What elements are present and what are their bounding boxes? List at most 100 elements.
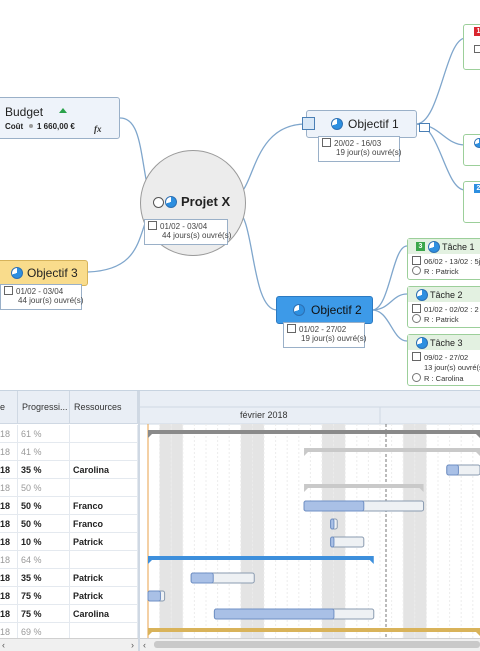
task-bar-progress — [190, 572, 214, 584]
weekend-column — [159, 424, 172, 639]
summary-bar-cap — [476, 452, 480, 456]
table-cell-resource[interactable]: Patrick — [70, 533, 138, 551]
table-cell-progress[interactable]: 35 % — [18, 569, 70, 587]
progress-pie-icon — [293, 304, 305, 316]
table-cell-progress[interactable]: 50 % — [18, 515, 70, 533]
offscreen-task-node[interactable] — [463, 134, 480, 166]
grid-horizontal-scrollbar[interactable]: ‹ › — [0, 638, 138, 651]
table-cell-resource[interactable] — [70, 479, 138, 497]
progress-pie-icon — [474, 138, 480, 148]
summary-bar-cap — [304, 488, 309, 492]
summary-bar — [304, 448, 480, 452]
calendar-icon — [412, 304, 421, 313]
column-header-progress[interactable]: Progressi... — [18, 391, 70, 424]
table-cell-end[interactable]: 18 — [0, 533, 18, 551]
table-cell-progress[interactable]: 35 % — [18, 461, 70, 479]
table-cell-end[interactable]: 18 — [0, 425, 18, 443]
objectif3-node[interactable]: Objectif 3 — [0, 260, 88, 286]
table-cell-end[interactable]: 18 — [0, 461, 18, 479]
objectif1-info: 20/02 - 16/03 19 jour(s) ouvré(s) — [318, 136, 401, 162]
table-cell-resource[interactable] — [70, 425, 138, 443]
table-cell-resource[interactable] — [70, 551, 138, 569]
task3-node[interactable]: Tâche 3 09/02 - 27/02 13 jour(s) ouvré(s… — [407, 334, 480, 386]
summary-bar-cap — [419, 488, 424, 492]
clock-icon — [153, 197, 164, 208]
splitter[interactable] — [138, 391, 140, 651]
task1-title: Tâche 1 — [442, 242, 475, 252]
table-cell-progress[interactable]: 75 % — [18, 587, 70, 605]
task2-dates: 01/02 - 02/02 : 2 j — [424, 305, 480, 314]
scroll-thumb[interactable] — [154, 641, 480, 648]
month-label: février 2018 — [240, 410, 288, 420]
image-icon[interactable] — [302, 117, 315, 130]
weekend-column — [240, 424, 253, 639]
table-cell-end[interactable]: 18 — [0, 551, 18, 569]
offscreen-task-node[interactable]: 2 — [463, 181, 480, 223]
weekend-column — [403, 424, 415, 639]
gantt-chart[interactable]: février 2018 ‹ — [140, 391, 480, 651]
table-cell-progress[interactable]: 64 % — [18, 551, 70, 569]
priority-badge: 1 — [474, 27, 480, 36]
task-bar-progress — [303, 500, 365, 512]
task2-node[interactable]: Tâche 2 01/02 - 02/02 : 2 j R : Patrick — [407, 286, 480, 328]
task2-resource: R : Patrick — [424, 315, 459, 324]
chart-horizontal-scrollbar[interactable]: ‹ — [140, 638, 480, 651]
column-header-end[interactable]: e — [0, 391, 18, 424]
summary-bar-cap — [476, 632, 480, 636]
objectif3-duration: 44 jour(s) ouvré(s) — [18, 296, 84, 305]
summary-bar-cap — [148, 560, 152, 564]
task-bar-progress — [330, 536, 335, 548]
table-cell-resource[interactable] — [70, 443, 138, 461]
collapse-icon[interactable] — [419, 123, 430, 132]
table-cell-progress[interactable]: 10 % — [18, 533, 70, 551]
budget-cost-value: 1 660,00 € — [37, 122, 75, 131]
objectif1-node[interactable]: Objectif 1 — [306, 110, 417, 138]
table-cell-progress[interactable]: 50 % — [18, 497, 70, 515]
table-cell-end[interactable]: 18 — [0, 569, 18, 587]
formula-icon[interactable]: fx — [94, 124, 102, 134]
table-cell-resource[interactable]: Patrick — [70, 587, 138, 605]
budget-node[interactable]: Budget Coût 1 660,00 € — [0, 97, 120, 139]
table-cell-progress[interactable]: 75 % — [18, 605, 70, 623]
table-cell-resource[interactable]: Franco — [70, 515, 138, 533]
scroll-right-icon[interactable]: › — [131, 640, 134, 650]
table-cell-end[interactable]: 18 — [0, 515, 18, 533]
table-cell-progress[interactable]: 41 % — [18, 443, 70, 461]
summary-bar — [148, 556, 374, 560]
calendar-icon — [148, 221, 157, 230]
table-cell-end[interactable]: 18 — [0, 587, 18, 605]
bullet-icon — [29, 124, 33, 128]
progress-pie-icon — [428, 241, 440, 253]
table-cell-end[interactable]: 18 — [0, 443, 18, 461]
task3-duration: 13 jour(s) ouvré(s) — [424, 363, 480, 372]
objectif3-title: Objectif 3 — [27, 266, 78, 280]
weekend-column — [333, 424, 346, 639]
offscreen-task-node[interactable]: 1 — [463, 24, 480, 70]
calendar-icon — [287, 324, 296, 333]
gantt-timeline[interactable] — [140, 391, 480, 651]
summary-bar-cap — [304, 452, 309, 456]
column-header-resources[interactable]: Ressources — [70, 391, 138, 424]
central-dates: 01/02 - 03/04 — [160, 222, 208, 231]
table-cell-resource[interactable]: Patrick — [70, 569, 138, 587]
table-cell-resource[interactable]: Carolina — [70, 461, 138, 479]
task-bar-progress — [147, 590, 161, 602]
scroll-left-icon[interactable]: ‹ — [143, 640, 146, 650]
table-cell-resource[interactable]: Franco — [70, 497, 138, 515]
table-cell-progress[interactable]: 50 % — [18, 479, 70, 497]
task-bar-progress — [213, 608, 335, 620]
priority-badge: 2 — [474, 184, 480, 193]
mind-map-canvas[interactable]: Budget Coût 1 660,00 € fx Projet X 01/02… — [0, 0, 480, 390]
scroll-left-icon[interactable]: ‹ — [2, 640, 5, 650]
table-cell-resource[interactable]: Carolina — [70, 605, 138, 623]
table-cell-progress[interactable]: 61 % — [18, 425, 70, 443]
objectif2-node[interactable]: Objectif 2 — [276, 296, 373, 324]
weekend-column — [322, 424, 334, 639]
table-cell-end[interactable]: 18 — [0, 479, 18, 497]
task1-dates: 06/02 - 13/02 : 5j, — [424, 257, 480, 266]
table-cell-end[interactable]: 18 — [0, 605, 18, 623]
task1-node[interactable]: 3 Tâche 1 06/02 - 13/02 : 5j, R : Patric… — [407, 238, 480, 280]
table-cell-end[interactable]: 18 — [0, 497, 18, 515]
calendar-icon — [4, 286, 13, 295]
